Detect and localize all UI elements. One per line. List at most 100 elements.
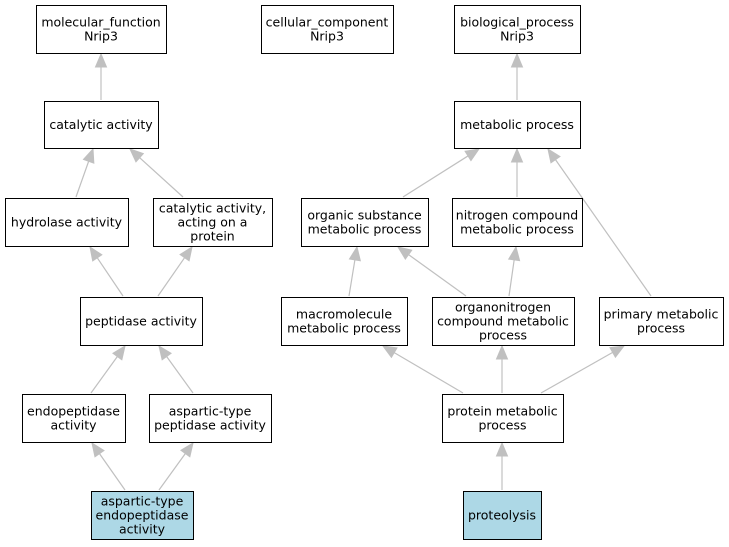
edge-peptidase-to-hydrolase — [89, 245, 124, 297]
node-metabolic[interactable]: metabolic process — [454, 101, 581, 149]
arrowhead-icon — [396, 246, 413, 260]
node-box — [149, 394, 272, 443]
node-label: metabolic process — [287, 321, 401, 336]
node-box — [454, 5, 581, 54]
edge-peptidase-to-cat_protein — [157, 245, 193, 297]
node-label: activity — [50, 418, 97, 433]
node-box — [454, 101, 581, 149]
edge-protein_met-to-primary — [540, 345, 626, 394]
edge-line — [348, 259, 356, 297]
node-box — [5, 198, 129, 247]
arrowhead-icon — [464, 148, 481, 162]
edge-organonitrogen-to-nitrogen — [507, 245, 521, 297]
node-label: protein metabolic — [447, 404, 557, 419]
node-label: Nrip3 — [84, 29, 118, 44]
arrowhead-icon — [179, 245, 193, 262]
edge-line — [98, 453, 126, 491]
edge-endopeptidase-to-peptidase — [90, 344, 126, 394]
node-label: Nrip3 — [500, 29, 534, 44]
node-label: cellular_component — [266, 15, 389, 30]
edge-aspartic_pep-to-peptidase — [158, 344, 194, 394]
node-label: aspartic-type — [169, 404, 252, 419]
node-label: organonitrogen — [455, 300, 551, 315]
node-label: catalytic activity, — [159, 201, 266, 216]
arrowhead-icon — [82, 147, 95, 164]
arrowhead-icon — [89, 245, 103, 262]
node-box — [432, 297, 575, 346]
node-peptidase[interactable]: peptidase activity — [80, 297, 203, 346]
node-label: biological_process — [460, 15, 574, 30]
node-label: protein — [190, 229, 234, 244]
node-box — [463, 491, 542, 540]
edge-primary-to-metabolic — [547, 147, 652, 297]
node-label: molecular_function — [41, 15, 160, 30]
node-label: endopeptidase — [27, 404, 120, 419]
node-box — [452, 198, 583, 247]
edge-cat_protein-to-catalytic — [129, 148, 184, 198]
node-box — [261, 5, 394, 54]
edge-line — [166, 356, 194, 394]
node-label: primary metabolic — [604, 307, 719, 322]
edge-proteolysis-to-protein_met — [495, 441, 509, 490]
arrowhead-icon — [547, 147, 561, 164]
node-label: metabolic process — [460, 222, 574, 237]
edge-catalytic-to-mf_root — [94, 52, 108, 100]
node-label: compound metabolic — [437, 314, 569, 329]
graph-edges — [75, 52, 652, 491]
arrowhead-icon — [112, 344, 126, 361]
edge-organic_sub-to-metabolic — [402, 148, 481, 198]
node-label: hydrolase activity — [11, 215, 123, 230]
node-label: endopeptidase — [96, 508, 189, 523]
edge-aspartic_endo-to-endopeptidase — [91, 441, 126, 491]
node-box — [301, 198, 429, 247]
arrowhead-icon — [507, 245, 521, 262]
node-box — [22, 394, 126, 443]
node-label: metabolic process — [460, 117, 574, 132]
edge-protein_met-to-macromolecule — [381, 345, 464, 394]
arrowhead-icon — [510, 52, 524, 68]
node-hydrolase[interactable]: hydrolase activity — [5, 198, 129, 247]
arrowhead-icon — [381, 345, 398, 359]
node-catalytic[interactable]: catalytic activity — [44, 101, 159, 149]
node-label: Nrip3 — [310, 29, 344, 44]
node-label: catalytic activity — [49, 117, 153, 132]
edge-line — [393, 352, 464, 394]
arrowhead-icon — [91, 441, 105, 458]
edge-aspartic_endo-to-aspartic_pep — [158, 441, 194, 491]
graph-nodes: molecular_functionNrip3cellular_componen… — [5, 5, 724, 540]
node-proteolysis[interactable]: proteolysis — [463, 491, 542, 540]
node-label: activity — [119, 522, 166, 537]
node-box — [91, 491, 194, 540]
node-label: macromolecule — [296, 307, 392, 322]
node-label: nitrogen compound — [456, 208, 578, 223]
arrowhead-icon — [158, 344, 172, 361]
node-label: aspartic-type — [101, 494, 184, 509]
edge-line — [402, 155, 469, 198]
node-label: process — [478, 418, 526, 433]
edge-line — [408, 254, 467, 297]
node-box — [80, 297, 203, 346]
node-box — [599, 297, 724, 346]
arrowhead-icon — [129, 148, 145, 163]
arrowhead-icon — [609, 345, 626, 359]
edge-hydrolase-to-catalytic — [75, 147, 95, 198]
edge-line — [90, 356, 118, 394]
node-label: acting on a — [178, 215, 248, 230]
edge-line — [554, 159, 652, 297]
arrowhead-icon — [495, 344, 509, 360]
edge-macromolecule-to-organic_sub — [348, 245, 361, 297]
